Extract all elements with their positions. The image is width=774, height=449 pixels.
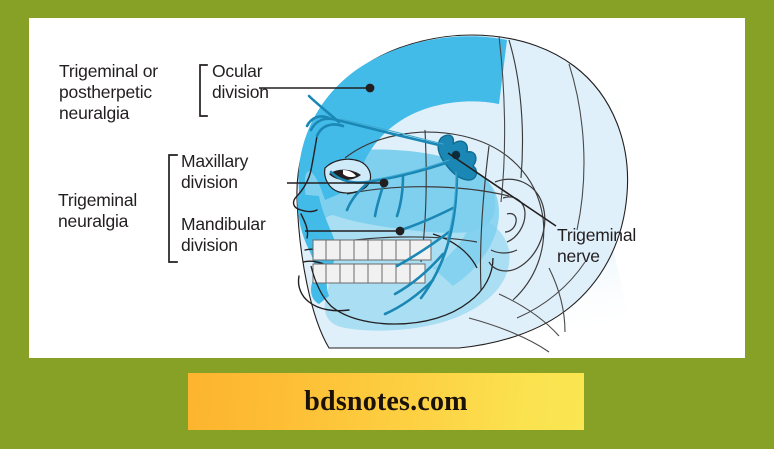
label-mandibular-division: Mandibular division <box>181 214 266 255</box>
label-maxillary-division: Maxillary division <box>181 151 249 192</box>
teeth <box>312 239 432 284</box>
postherpetic-bracket <box>199 64 208 117</box>
label-postherpetic-neuralgia: Trigeminal or postherpetic neuralgia <box>59 61 158 123</box>
leader-dot-mandibular <box>395 226 405 236</box>
site-name-text: bdsnotes.com <box>304 385 468 417</box>
trigeminal-nerve-branches <box>305 94 478 316</box>
leader-dot-maxillary <box>379 178 389 188</box>
illustration-panel: Trigeminal or postherpetic neuralgia Ocu… <box>29 18 745 358</box>
head-anatomy-illustration <box>168 34 629 353</box>
label-trigeminal-nerve: Trigeminal nerve <box>557 225 637 266</box>
leader-lines <box>259 83 557 236</box>
trigeminal-nerve-highlights <box>340 118 457 241</box>
label-ocular-division: Ocular division <box>212 61 269 102</box>
mandible-outline <box>310 233 494 325</box>
label-brackets <box>168 64 208 263</box>
leader-line-trigeminal-nerve <box>447 152 557 227</box>
trigeminal-neuralgia-bracket <box>168 154 178 263</box>
leader-dot-ocular <box>365 83 375 93</box>
site-banner: bdsnotes.com <box>188 373 584 430</box>
label-trigeminal-neuralgia: Trigeminal neuralgia <box>58 190 138 231</box>
head-contours <box>468 35 586 353</box>
